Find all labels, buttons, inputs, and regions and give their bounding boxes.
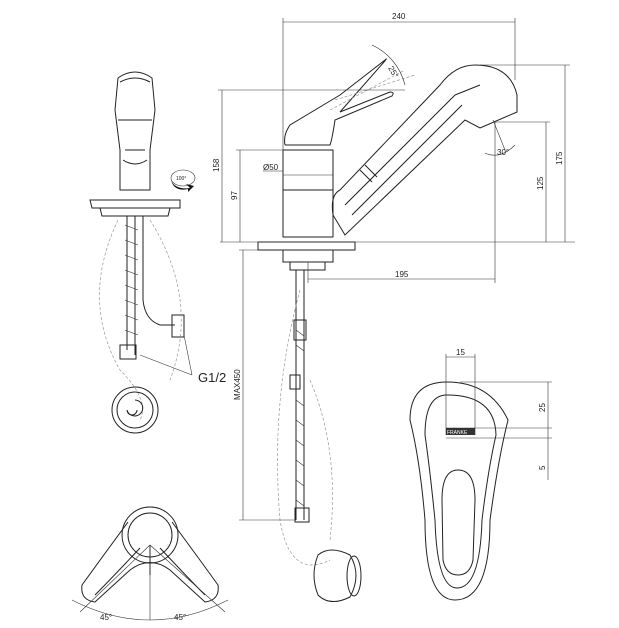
top-view: 45° 45° (71, 506, 229, 622)
left-angle-label: 45° (100, 613, 112, 622)
handle-view: FRANKE 15 25 5 (409, 348, 552, 601)
side-view: G1/2 100° (89, 71, 226, 434)
right-angle-label: 45° (174, 613, 186, 622)
body-diameter-label: Ø50 (263, 163, 279, 172)
lever-angle-label: 25° (386, 65, 400, 80)
overall-length-label: 240 (392, 12, 406, 21)
handle-offset-label: 25 (538, 403, 547, 412)
max-height-label: 175 (555, 151, 564, 165)
swivel-angle: 100° (176, 176, 186, 182)
swivel-icon: 100° (170, 169, 196, 192)
logo-text: FRANKE (447, 430, 468, 436)
body-height-label: 97 (230, 191, 239, 200)
spray-angle-label: 30° (497, 148, 509, 157)
connection-label: G1/2 (198, 370, 226, 385)
franke-logo (446, 428, 475, 435)
outlet-height-label: 125 (536, 176, 545, 190)
total-height-label: 158 (212, 158, 221, 172)
handle-margin-label: 5 (538, 465, 547, 470)
front-view: 25° 30° 240 158 97 Ø50 175 125 195 MAX45… (212, 12, 575, 602)
hose-length-label: MAX450 (233, 369, 242, 400)
reach-label: 195 (395, 270, 409, 279)
handle-width-label: 15 (456, 348, 465, 357)
